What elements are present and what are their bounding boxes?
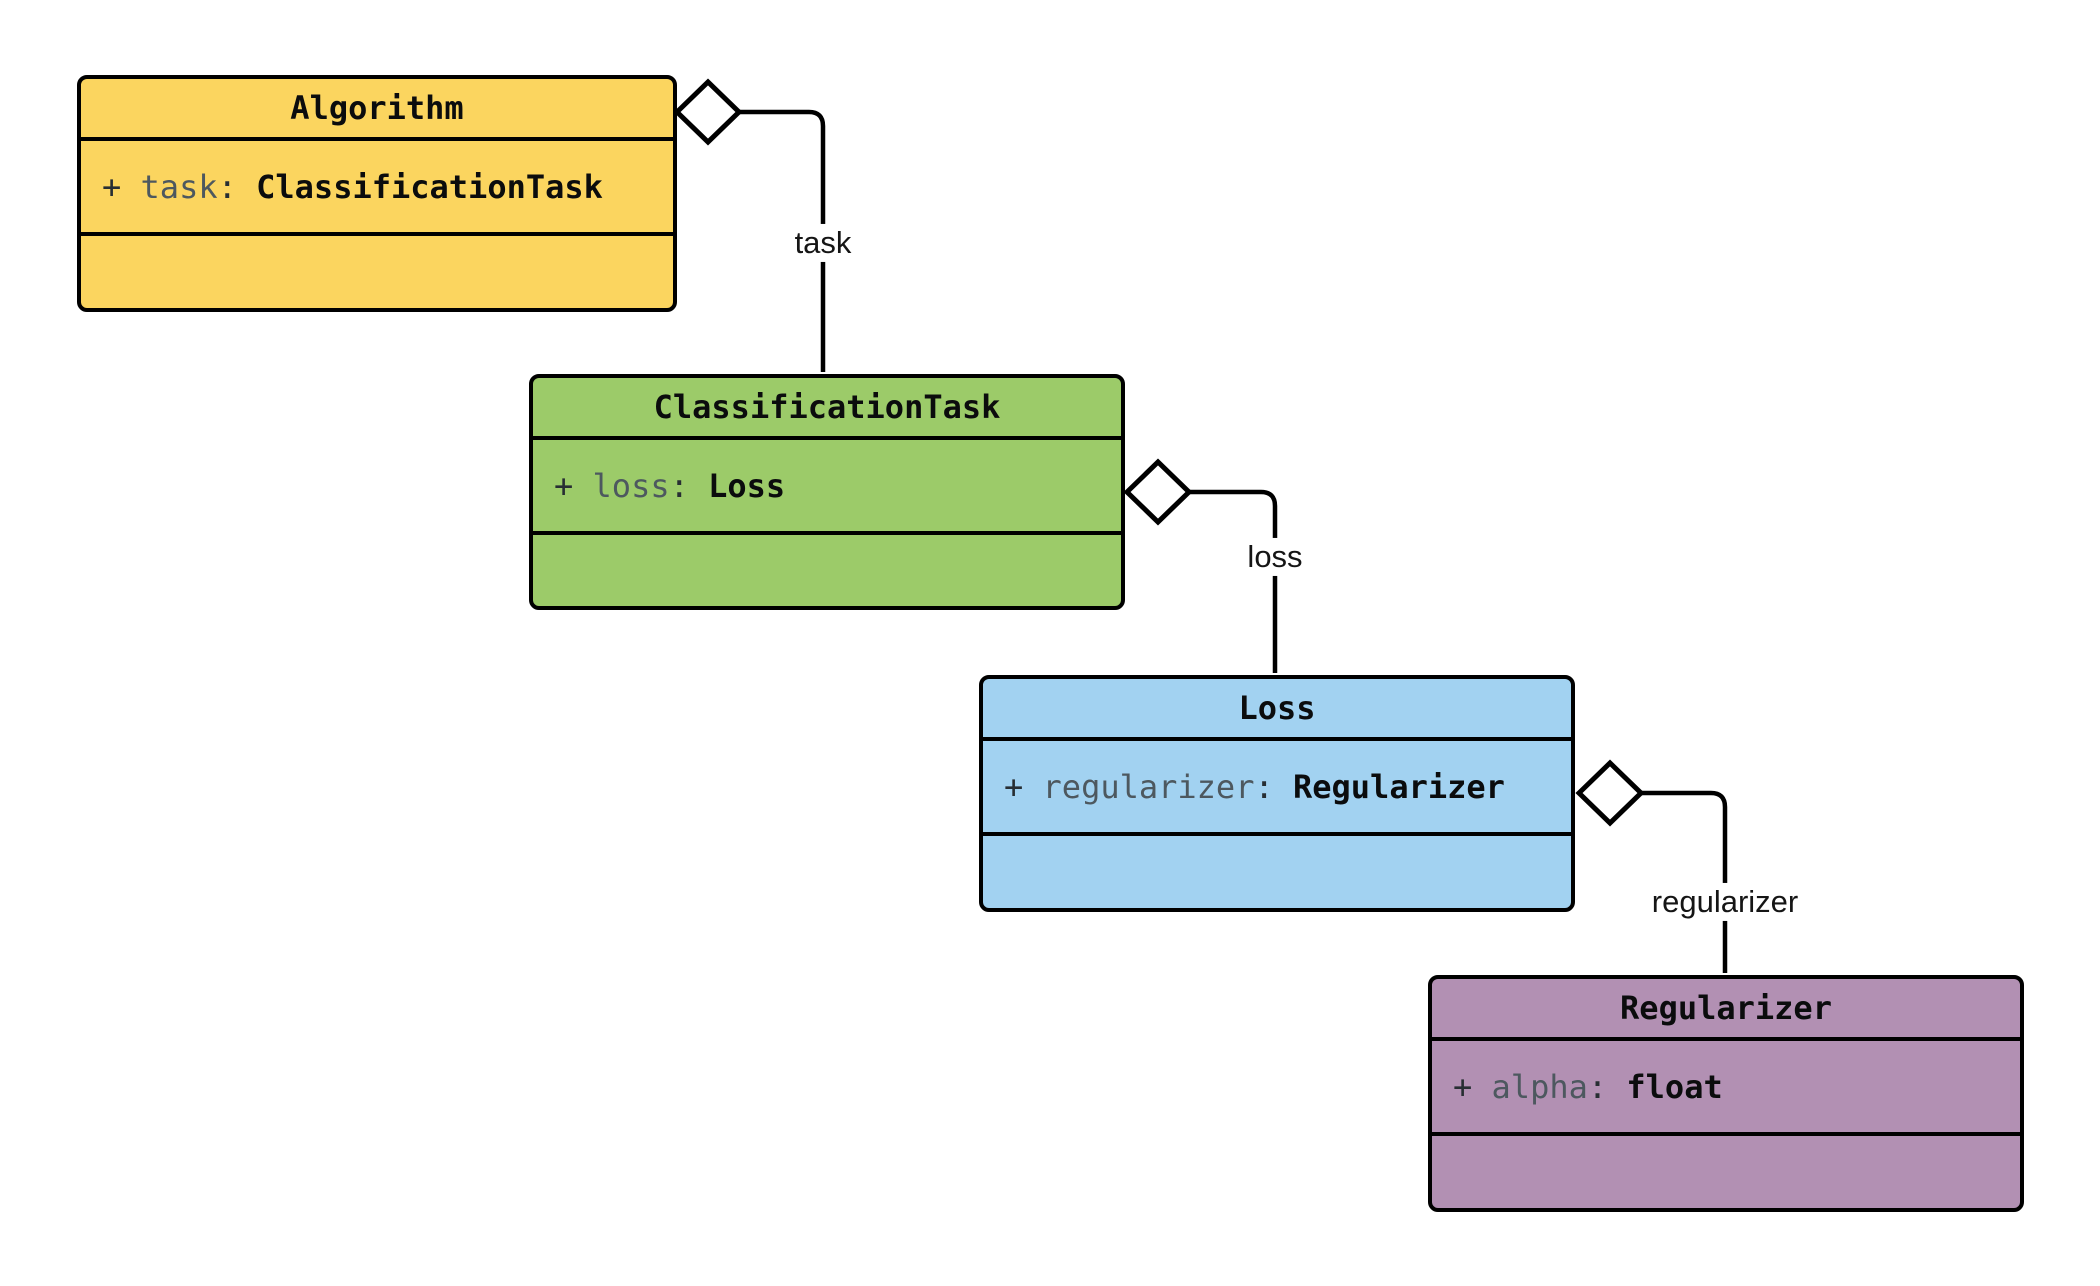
class-attribute-row: + loss: Loss: [533, 440, 1121, 535]
class-box-algorithm: Algorithm + task: ClassificationTask: [77, 75, 677, 312]
attr-visibility: +: [554, 466, 593, 505]
class-attribute-row: + task: ClassificationTask: [81, 141, 673, 236]
edge-label-loss: loss: [1239, 537, 1311, 577]
class-title: Regularizer: [1432, 979, 2020, 1041]
class-methods-row: [983, 836, 1571, 908]
aggregation-diamond-loss: [1123, 458, 1193, 526]
attr-colon: :: [669, 466, 709, 505]
attr-name: alpha: [1491, 1067, 1588, 1106]
attr-colon: :: [1587, 1067, 1627, 1106]
class-title: Loss: [983, 679, 1571, 741]
class-attribute-row: + alpha: float: [1432, 1041, 2020, 1136]
attr-visibility: +: [102, 167, 141, 206]
class-box-loss: Loss + regularizer: Regularizer: [979, 675, 1575, 912]
class-methods-row: [533, 535, 1121, 606]
attr-type: ClassificationTask: [256, 167, 603, 206]
attr-colon: :: [217, 167, 257, 206]
aggregation-diamond-task: [673, 78, 743, 146]
attr-type: Regularizer: [1292, 767, 1505, 806]
attr-name: regularizer: [1042, 767, 1255, 806]
attr-type: float: [1626, 1067, 1723, 1106]
class-attribute-row: + regularizer: Regularizer: [983, 741, 1571, 836]
edge-loss-line: [1189, 489, 1278, 673]
edge-label-task: task: [786, 223, 860, 263]
class-methods-row: [1432, 1136, 2020, 1208]
attr-visibility: +: [1004, 767, 1043, 806]
attr-name: task: [140, 167, 218, 206]
class-title: ClassificationTask: [533, 378, 1121, 440]
attr-type: Loss: [708, 466, 786, 505]
attr-colon: :: [1254, 767, 1293, 806]
attr-visibility: +: [1453, 1067, 1492, 1106]
class-box-classificationtask: ClassificationTask + loss: Loss: [529, 374, 1125, 610]
class-box-regularizer: Regularizer + alpha: float: [1428, 975, 2024, 1212]
aggregation-diamond-regularizer: [1575, 759, 1645, 827]
class-methods-row: [81, 236, 673, 308]
edge-label-regularizer: regularizer: [1643, 882, 1807, 922]
class-title: Algorithm: [81, 79, 673, 141]
attr-name: loss: [592, 466, 670, 505]
